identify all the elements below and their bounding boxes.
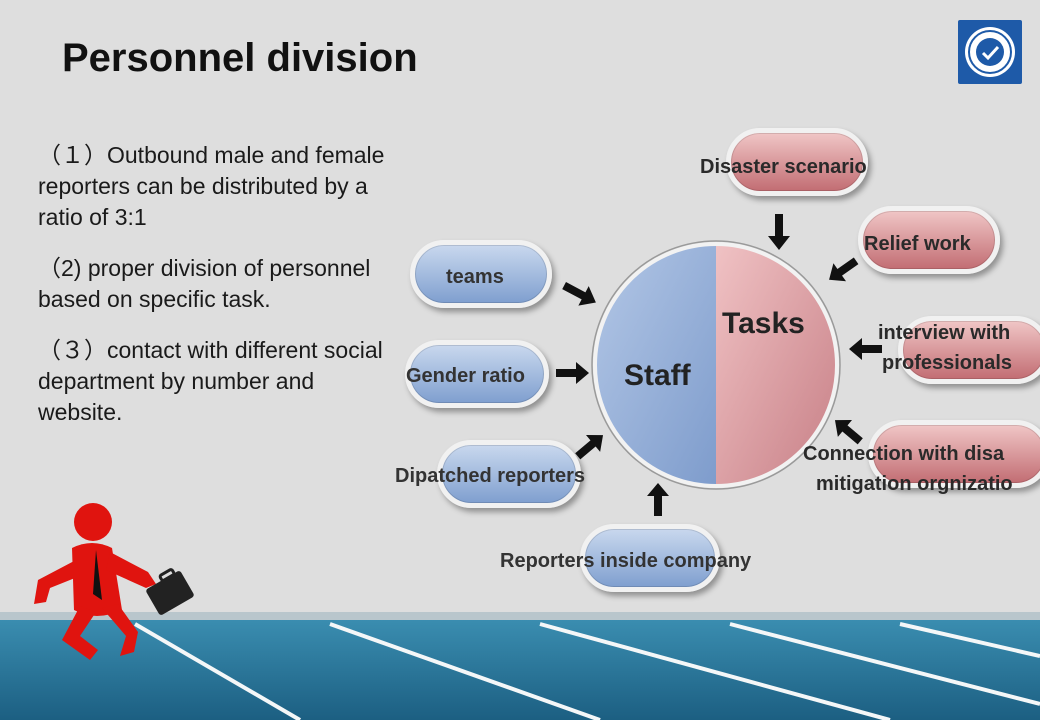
teams-label: teams: [446, 266, 504, 288]
interview-line-2: professionals: [882, 352, 1013, 374]
arrow-icon: [556, 362, 589, 384]
node-teams-pill: [410, 240, 552, 308]
arrow-icon: [834, 420, 863, 445]
arrow-icon: [562, 282, 596, 306]
staff-half: [595, 244, 716, 486]
arrow-icon: [849, 338, 882, 360]
center-circle: [591, 240, 841, 490]
dispatched-reporters-label: Dipatched reporters: [395, 465, 586, 487]
node-connection-pill: [868, 420, 1040, 488]
connection-label: Connection with disa mitigation orgnizat…: [803, 439, 1040, 499]
slide-title: Personnel division: [62, 36, 418, 80]
disaster-scenario-label: Disaster scenario: [700, 156, 867, 178]
briefcase-icon: [146, 568, 194, 615]
arrows: [556, 214, 882, 516]
staff-label: Staff: [624, 359, 691, 392]
arrow-icon: [768, 214, 790, 250]
connection-line-2: mitigation orgnizatio: [816, 473, 1013, 495]
reporters-inside-label: Reporters inside company: [500, 550, 752, 572]
arrow-icon: [575, 435, 604, 460]
tasks-half: [716, 244, 837, 486]
node-dispatched-pill: [437, 440, 581, 508]
node-relief-pill: [858, 206, 1000, 274]
school-logo-icon: [958, 20, 1022, 84]
connection-line-1: Connection with disa: [803, 443, 1005, 465]
interview-line-1: interview with: [878, 322, 1011, 344]
point-division: （2) proper division of personnel based o…: [38, 255, 371, 312]
node-disaster-pill: [726, 128, 868, 196]
node-gender-pill: [405, 340, 549, 408]
node-inside-pill: [580, 524, 720, 592]
node-interview-pill: [898, 316, 1040, 384]
point-ratio: （１）Outbound male and female reporters ca…: [38, 142, 385, 230]
bullet-points: （１）Outbound male and female reporters ca…: [38, 140, 398, 448]
tasks-label: Tasks: [722, 307, 805, 340]
arrow-icon: [647, 483, 669, 516]
point-contact: （３）contact with different social departm…: [38, 337, 383, 425]
relief-work-label: Relief work: [864, 233, 971, 255]
interview-label: interview with professionals: [878, 318, 1040, 378]
gender-ratio-label: Gender ratio: [406, 365, 525, 387]
running-track-icon: [0, 612, 1040, 720]
arrow-icon: [829, 257, 859, 282]
